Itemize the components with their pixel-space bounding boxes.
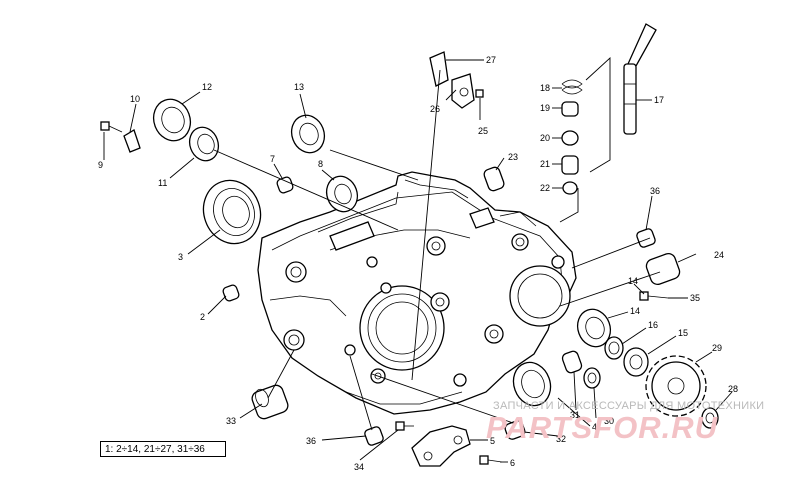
label-2: 2 [200,312,205,322]
label-14-seal: 14 [630,306,640,316]
label-17: 17 [654,95,664,105]
plate-10 [123,129,141,153]
label-11: 11 [158,178,167,188]
oring-16 [604,336,624,360]
bolt-35 [639,291,669,301]
label-7: 7 [270,154,275,164]
label-31: 31 [570,410,580,420]
label-10: 10 [130,94,140,104]
crankcase-half [257,171,577,415]
bolt-25 [475,89,484,98]
label-26: 26 [430,104,440,114]
label-33: 33 [226,416,236,426]
circlip-28 [701,407,719,429]
dowel-36-top [636,228,656,248]
label-20: 20 [540,133,550,143]
label-22: 22 [540,183,550,193]
leader-lines [103,56,733,463]
bush-7 [276,176,294,194]
washer-22 [562,181,578,195]
label-5: 5 [490,436,495,446]
label-18: 18 [540,83,550,93]
label-23: 23 [508,152,518,162]
label-3: 3 [178,252,183,262]
spring-18 [561,79,583,95]
label-24: 24 [714,250,724,260]
dowel-2 [222,284,240,302]
label-28: 28 [728,384,738,394]
bracket-5 [411,425,471,467]
plate-26-27 [429,51,475,109]
assembly-legend: 1: 2÷14, 21÷27, 31÷36 [100,441,226,457]
spacer-31 [561,350,583,374]
label-27: 27 [486,55,496,65]
label-29: 29 [712,343,722,353]
label-14-guide: 14 [628,276,638,286]
label-35: 35 [690,293,700,303]
label-16: 16 [648,320,658,330]
label-34: 34 [354,462,364,472]
label-13: 13 [294,82,304,92]
watermark-logo: PARTSFOR.RU [486,410,719,445]
seal-11 [188,126,220,162]
label-36-top: 36 [650,186,660,196]
bolt-9 [100,121,123,133]
label-19: 19 [540,103,550,113]
bearing-3 [202,179,262,245]
label-15: 15 [678,328,688,338]
label-6: 6 [510,458,515,468]
bush-33 [251,384,289,420]
bush-20 [561,130,579,146]
bolt-6 [479,455,503,465]
spacer-15 [623,347,649,377]
watermark-caption: ЗАПЧАСТИ И АКСЕССУАРЫ ДЛЯ МОТОТЕХНИКИ [493,400,765,412]
label-4: 4 [592,422,597,432]
seal-14 [576,308,612,348]
lever-17 [623,23,657,135]
spacer-21 [561,155,579,175]
seal-4 [512,361,552,407]
label-30: 30 [604,416,614,426]
part-labels: 2 3 4 5 6 7 8 9 10 11 12 13 14 14 15 16 … [98,55,738,472]
bearing-13 [290,114,326,154]
label-32: 32 [556,434,566,444]
ring-19 [561,101,579,117]
bolt-34 [395,421,414,431]
label-25: 25 [478,126,488,136]
bush-24 [645,252,681,286]
sprocket-29 [645,355,707,417]
label-9: 9 [98,160,103,170]
washer-30 [583,367,601,389]
bearing-12 [152,98,192,142]
label-8: 8 [318,159,323,169]
label-36-bottom: 36 [306,436,316,446]
label-12: 12 [202,82,212,92]
bush-23 [483,166,505,192]
label-21: 21 [540,159,550,169]
